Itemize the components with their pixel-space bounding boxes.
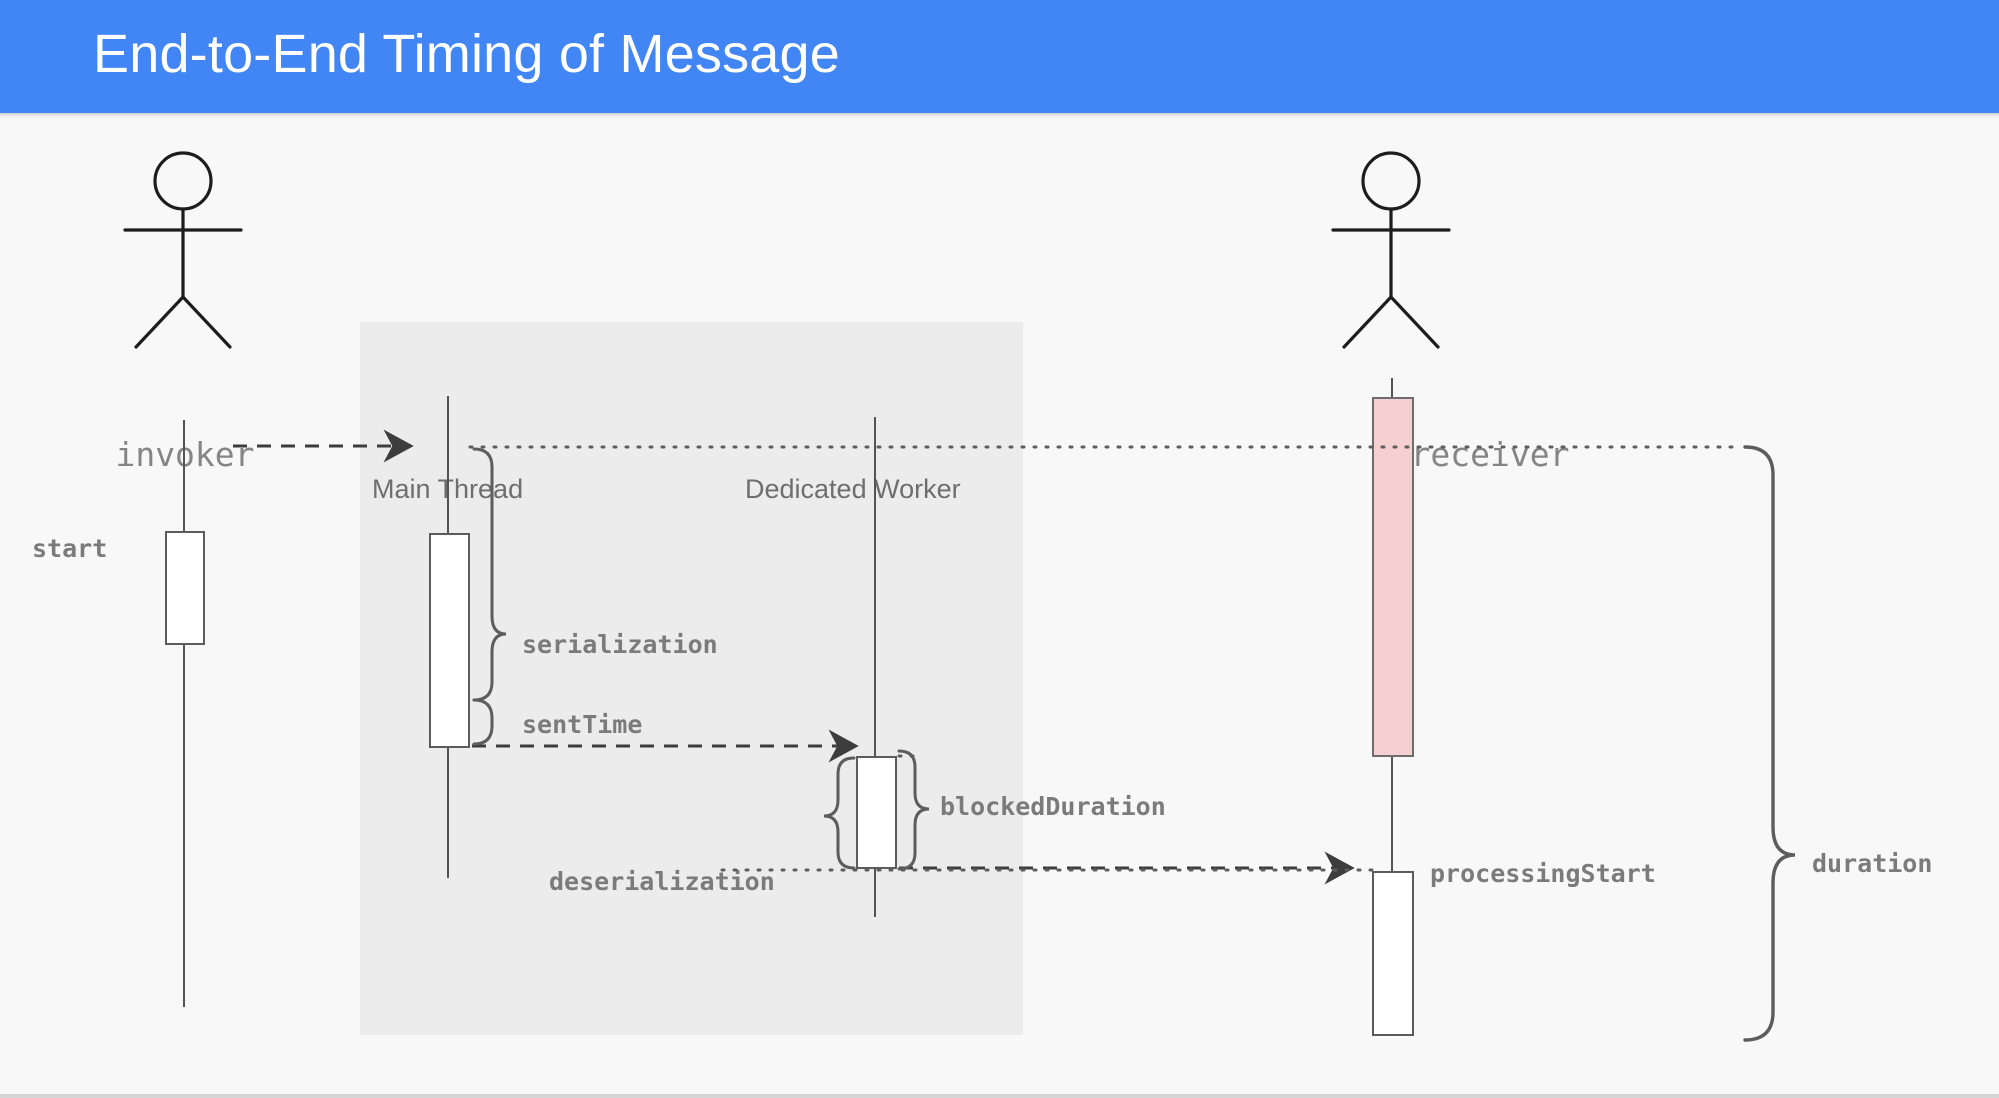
- page-title: End-to-End Timing of Message: [93, 24, 840, 84]
- actor-label-invoker: invoker: [0, 435, 370, 474]
- slide-title-bar: End-to-End Timing of Message: [0, 0, 1999, 113]
- slide-bottom-rule: [0, 1094, 1999, 1098]
- sequence-diagram-canvas: invoker receiver Main Thread Dedicated W…: [0, 122, 1999, 1098]
- actor-icon-receiver: [1331, 151, 1451, 349]
- activation-invoker: [165, 531, 205, 645]
- lifeline-receiver-mid: [1391, 756, 1393, 874]
- actor-label-receiver: receiver: [1410, 435, 1570, 474]
- label-blocked-duration: blockedDuration: [940, 792, 1166, 821]
- group-box-browser: [360, 322, 1023, 1035]
- label-start: start: [32, 534, 108, 563]
- label-processing-start: processingStart: [1430, 859, 1656, 888]
- participant-label-main-thread: Main Thread: [372, 474, 524, 504]
- activation-receiver-processing: [1372, 397, 1414, 757]
- activation-dedicated-worker: [856, 756, 897, 869]
- title-bar-shadow: [0, 113, 1999, 117]
- label-sent-time: sentTime: [522, 710, 643, 739]
- activation-main-thread: [429, 533, 470, 748]
- lifeline-invoker: [183, 420, 185, 1007]
- title-bar-shadow-soft: [0, 117, 1999, 122]
- label-deserialization: deserialization: [549, 867, 775, 896]
- label-serialization: serialization: [522, 630, 718, 659]
- label-duration: duration: [1812, 849, 1933, 878]
- participant-label-dedicated-worker: Dedicated Worker: [745, 474, 961, 504]
- lifeline-dedicated-worker: [874, 417, 876, 917]
- activation-receiver-end: [1372, 871, 1414, 1036]
- brace-duration: [1743, 445, 1796, 1042]
- actor-icon-invoker: [123, 151, 243, 349]
